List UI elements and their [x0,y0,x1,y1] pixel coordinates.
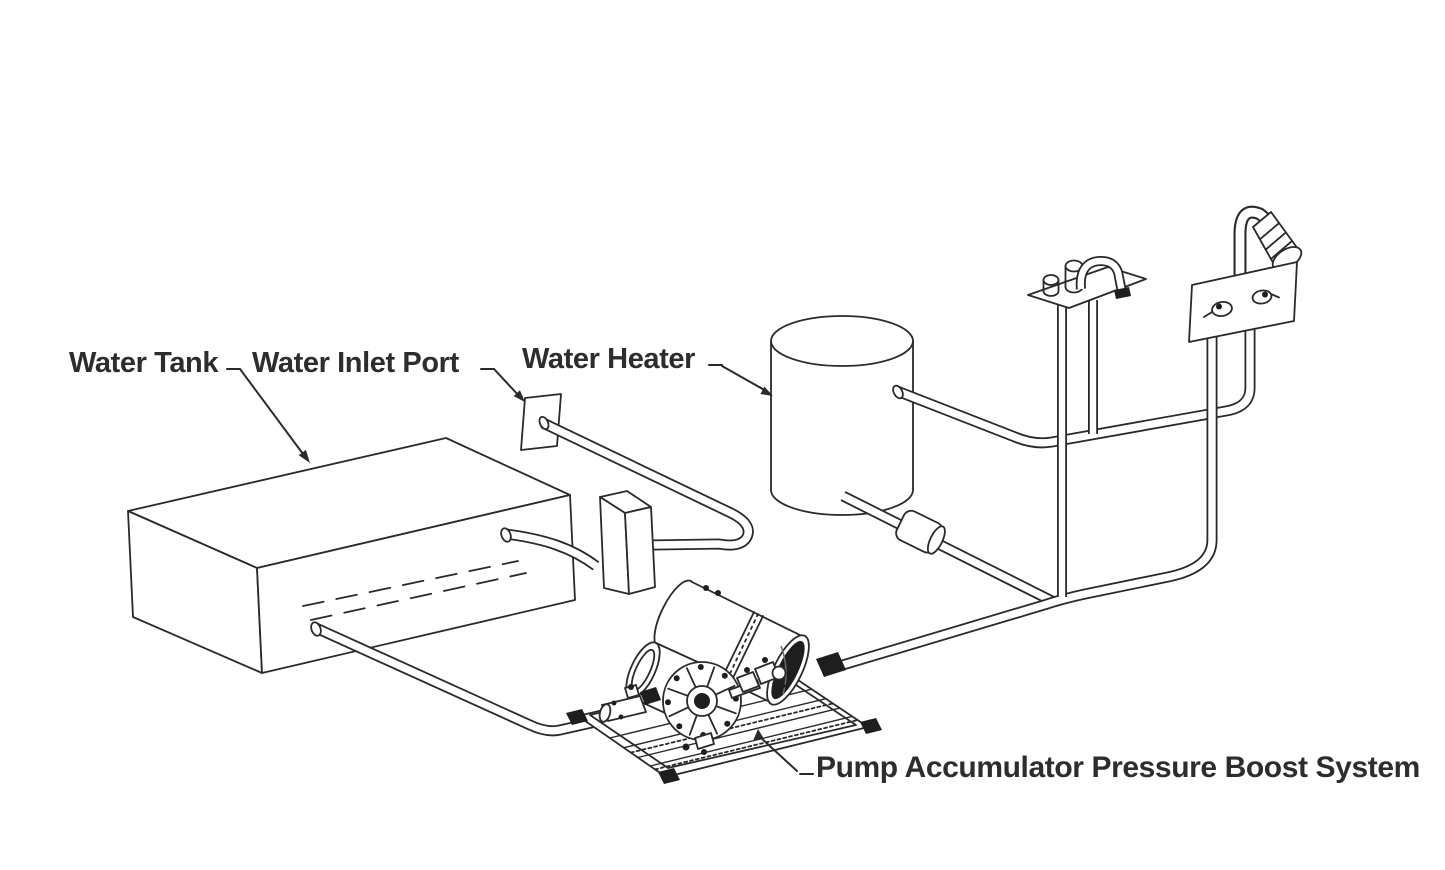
pump-accumulator-figure [566,579,882,784]
pump-manifold-fittings [728,657,787,699]
water-level-dashed-line [310,572,527,621]
water-heater-label: Water Heater [522,343,696,375]
pump-arrowhead [753,729,764,741]
pump-leader-line [759,736,798,772]
pump-head [662,661,742,755]
shower-mixer-panel [1188,261,1298,343]
shower-knob-left [1203,300,1233,318]
inlet-port-arrowhead [513,390,525,402]
sink-faucet-figure [1027,256,1147,309]
leader-lines [226,364,814,775]
pump-inlet-fittings [598,684,661,723]
shower-figure [1188,205,1303,343]
fill-valve-box-figure [599,490,656,595]
pipe-coupling [895,509,946,555]
shower-knob-right [1251,289,1280,305]
hot-water-pipe [895,325,1256,449]
pump-outlet-elbow [816,652,846,677]
water-heater-figure [770,315,914,516]
water-tank-arrowhead [298,449,310,463]
water-heater-arrowhead [760,386,773,396]
water-level-dashed-line [302,560,519,607]
piping [310,300,1256,737]
pump-system-label: Pump Accumulator Pressure Boost System [816,751,1420,784]
water-tank-label: Water Tank [69,347,219,379]
water-inlet-port-label: Water Inlet Port [252,347,459,379]
water-tank-figure [127,437,576,674]
